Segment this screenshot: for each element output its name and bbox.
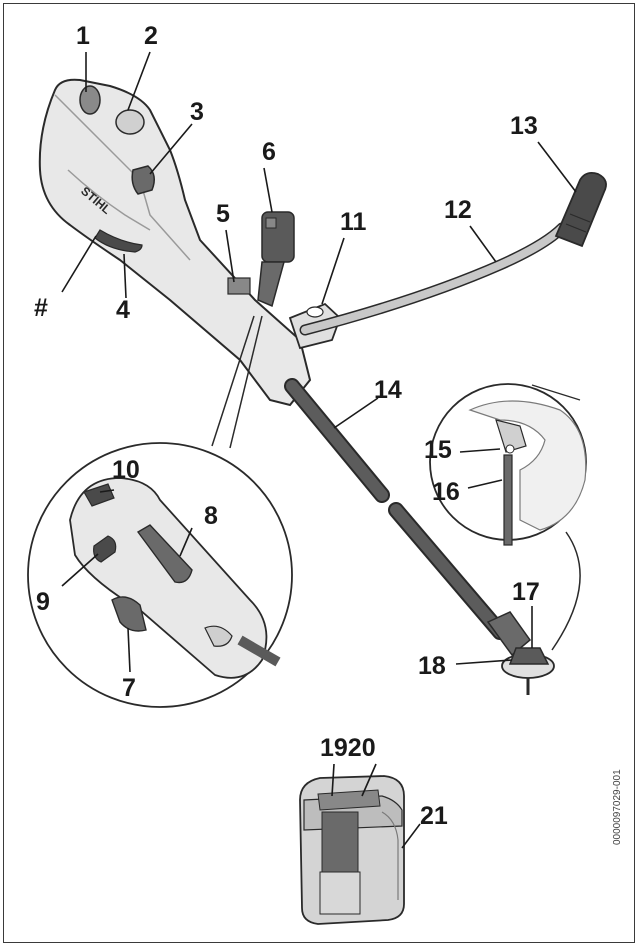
trigger-lockout [136, 524, 193, 584]
handlebar [299, 222, 568, 336]
detail-circle-handle [27, 442, 293, 708]
zoom-line-2 [229, 315, 263, 449]
callout-3: 3 [190, 98, 204, 126]
leader-lines [61, 51, 577, 849]
power-button [93, 535, 117, 563]
callout-1920: 1920 [320, 734, 376, 762]
tool-clip [227, 277, 251, 295]
motor-housing: STIHL [38, 78, 312, 407]
callout-14: 14 [374, 376, 402, 404]
callout-1: 1 [76, 22, 90, 50]
callout-2: 2 [144, 22, 158, 50]
callout-16: 16 [432, 478, 460, 506]
handlebar-grip [554, 171, 607, 248]
detail-circle-shaft [429, 383, 587, 546]
callout-18: 18 [418, 652, 446, 680]
callout-5: 5 [216, 200, 230, 228]
callout-6: 6 [262, 138, 276, 166]
vent-grille [94, 229, 143, 253]
zoom-line-1 [211, 315, 255, 447]
cutting-head [486, 611, 555, 695]
callout-15: 15 [424, 436, 452, 464]
callout-hash: # [34, 294, 48, 322]
callout-10: 10 [112, 456, 140, 484]
callout-4: 4 [116, 296, 130, 324]
callout-17: 17 [512, 578, 540, 606]
callout-7: 7 [122, 674, 136, 702]
battery-pack [299, 775, 405, 925]
battery-slot-2 [115, 109, 145, 135]
control-handle [227, 211, 295, 308]
callout-11: 11 [340, 208, 367, 236]
lock-switch [83, 483, 115, 507]
charge-indicator [317, 789, 381, 811]
callout-9: 9 [36, 588, 50, 616]
figure-border [3, 3, 635, 943]
release-button [131, 165, 155, 195]
callout-12: 12 [444, 196, 472, 224]
callout-21: 21 [420, 802, 448, 830]
document-id: 0000097029-001 [612, 769, 623, 845]
throttle-trigger [111, 596, 147, 632]
callout-13: 13 [510, 112, 538, 140]
battery-slot-1 [79, 85, 101, 115]
callout-8: 8 [204, 502, 218, 530]
